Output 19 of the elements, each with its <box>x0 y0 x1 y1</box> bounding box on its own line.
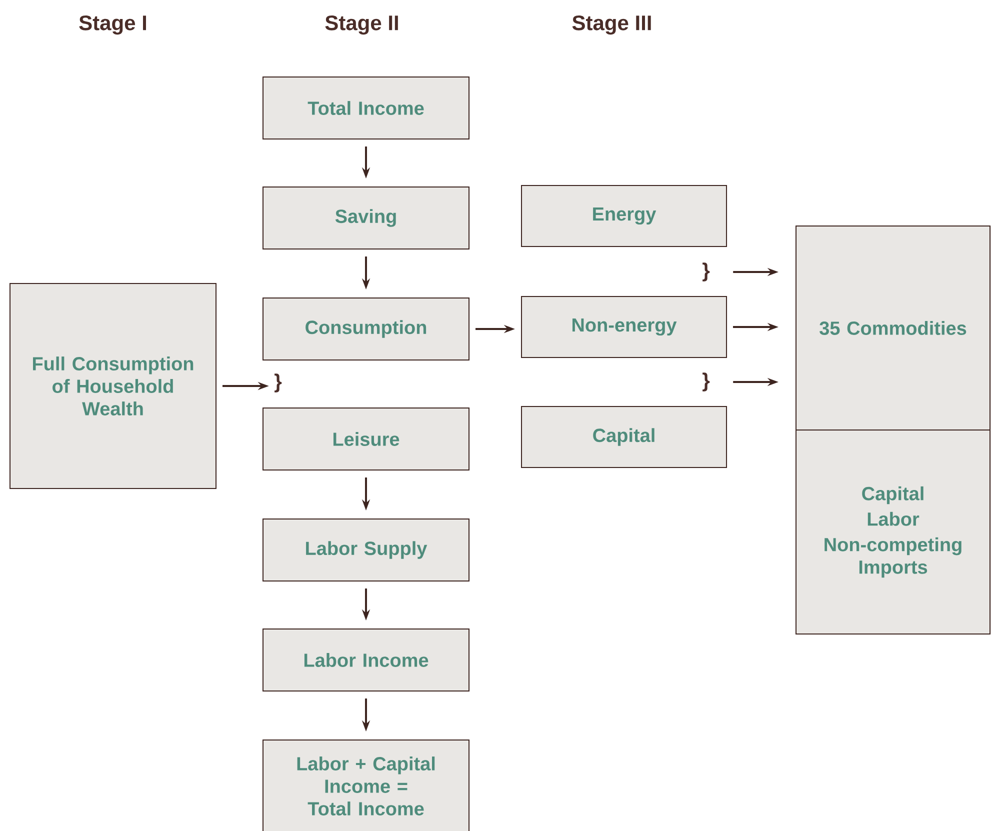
process-box: Labor Supply <box>262 518 470 582</box>
brace: } <box>702 372 710 392</box>
process-box: Labor + Capital Income = Total Income <box>262 740 470 831</box>
process-box: Consumption <box>262 298 470 360</box>
process-box: Labor Income <box>262 628 470 692</box>
process-box: Capital Labor Non-competing Imports <box>796 430 990 634</box>
brace: } <box>274 374 282 392</box>
process-box: Capital <box>521 406 727 468</box>
process-box: Full Consumption of Household Wealth <box>10 283 216 489</box>
process-box: Energy <box>521 185 727 247</box>
process-box: Total Income <box>262 76 470 140</box>
process-box: 35 Commodities <box>796 226 990 430</box>
process-box: Non-energy <box>521 296 727 358</box>
stage-heading: Stage I <box>79 15 146 35</box>
process-box: Saving <box>262 186 470 250</box>
brace: } <box>702 262 710 282</box>
stage-heading: Stage II <box>325 15 398 35</box>
process-box: Leisure <box>262 408 470 470</box>
stage-heading: Stage III <box>572 15 651 35</box>
